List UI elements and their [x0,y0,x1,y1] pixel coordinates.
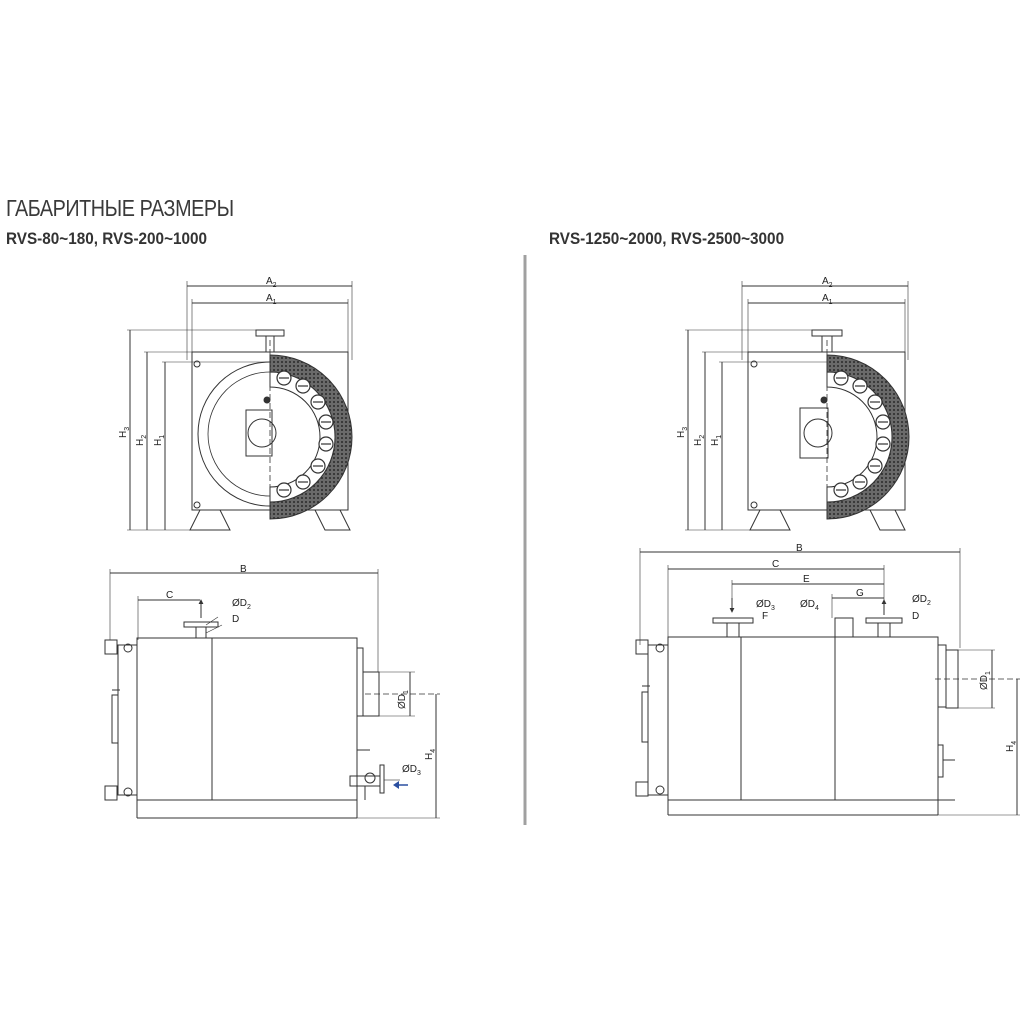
label-a1-right: A1 [822,293,833,306]
label-h4-right: H4 [1005,741,1018,752]
label-c-left: C [166,590,173,601]
label-a2-right: A2 [822,276,833,289]
left-side-arrow [393,781,408,789]
label-od3-left: ØD3 [402,764,421,777]
label-od1-right: ØD1 [979,671,992,690]
label-c-right: C [772,559,779,570]
left-subtitle: RVS-80~180, RVS-200~1000 [6,229,208,248]
label-h2-right: H2 [693,435,706,446]
label-h3: H3 [118,427,131,438]
right-front-labels: A2 A1 H3 H2 H1 [676,276,833,446]
label-h1-right: H1 [710,435,723,446]
label-od4-right: ØD4 [800,599,819,612]
label-h1: H1 [153,435,166,446]
label-a1: A1 [266,293,277,306]
label-f-right: F [762,611,768,622]
label-od3-right: ØD3 [756,599,775,612]
label-od1-left: ØD1 [397,690,410,709]
label-od2-right: ØD2 [912,594,931,607]
left-side-view [104,569,440,819]
label-e-right: E [803,574,810,585]
label-b-right: B [796,543,803,554]
label-h3-right: H3 [676,427,689,438]
left-front-tubes [276,370,334,498]
label-h2: H2 [135,435,148,446]
label-h4-left: H4 [424,749,437,760]
label-d-left: D [232,614,239,625]
left-front-labels: A2 A1 H3 H2 H1 [118,276,277,446]
right-side-view [635,548,1020,816]
label-d-right: D [912,611,919,622]
left-side-labels: B C ØD2 D ØD1 H4 ØD3 [166,564,437,777]
label-a2: A2 [266,276,277,289]
label-b-left: B [240,564,247,575]
label-g-right: G [856,588,864,599]
label-od2-left: ØD2 [232,598,251,611]
page-heading: ГАБАРИТНЫЕ РАЗМЕРЫ [6,195,234,221]
right-side-labels: B C E G ØD3 F ØD4 ØD2 D ØD1 H4 [756,543,1018,752]
right-front-tubes [833,370,891,498]
right-subtitle: RVS-1250~2000, RVS-2500~3000 [549,229,785,248]
